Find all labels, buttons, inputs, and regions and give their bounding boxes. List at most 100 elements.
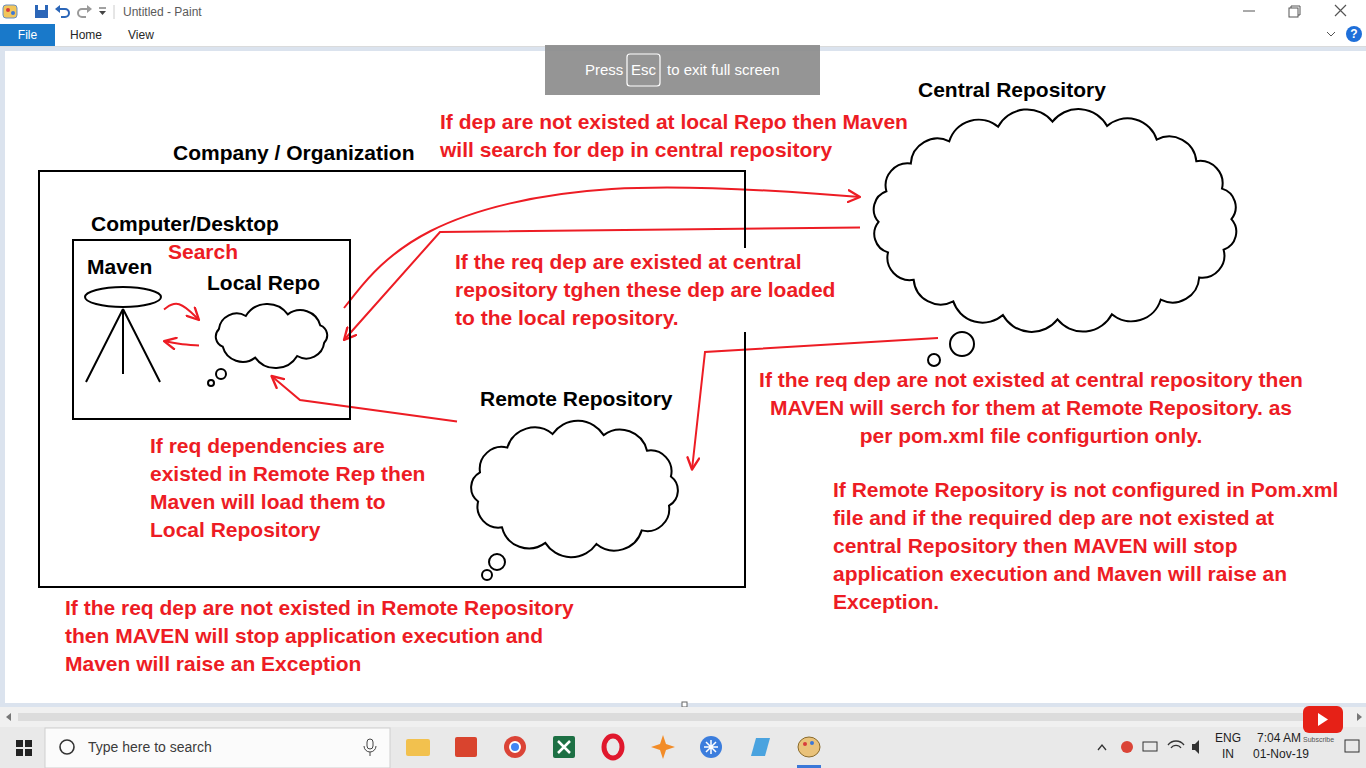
text-holder: Type here to search [88, 738, 212, 756]
text-holder: Maven [87, 254, 152, 280]
text-holder: If req dependencies are existed in Remot… [150, 432, 435, 544]
canvas-handle [682, 702, 687, 707]
youtube-logo [1318, 713, 1328, 726]
opera-icon [604, 736, 622, 758]
node-heading: Maven [87, 254, 152, 280]
taskbar [0, 727, 1366, 768]
ribbon-chevron [1327, 32, 1335, 36]
youtube-logo [1303, 706, 1343, 733]
start-button [25, 749, 32, 756]
maven-figure: Maven [82, 254, 164, 386]
fullscreen-hint-box [545, 45, 820, 95]
key-cap [627, 54, 660, 86]
help-icon: ? [1346, 26, 1362, 42]
node-heading: Central Repository [918, 77, 1106, 103]
connector-arrow [344, 228, 860, 340]
explorer-icon [406, 739, 430, 756]
start-button [16, 740, 23, 747]
mic-icon [364, 746, 376, 756]
note-text: If the req dep are not existed in Remote… [65, 594, 585, 678]
paint-icon [803, 742, 807, 746]
menu-tab: File [0, 27, 55, 43]
help-button [1346, 26, 1362, 42]
app-icon [704, 740, 718, 754]
cloud-outline [199, 296, 344, 376]
scroll-arrow [1357, 713, 1362, 721]
connector-arrow [272, 376, 458, 422]
menu-tab: Home [70, 27, 102, 43]
computer-box: MavenLocal RepoComputer/Desktop [72, 239, 351, 420]
key-cap-label: Esc [627, 60, 660, 80]
text-holder: IN [1222, 747, 1234, 762]
battery-icon [1143, 742, 1157, 751]
search-placeholder: Type here to search [88, 738, 212, 756]
central-repo-cloud: Central Repository [860, 103, 1250, 338]
remote-repo-cloud: Remote Repository [457, 414, 692, 564]
text-holder: 7:04 AM [1257, 731, 1301, 746]
text-holder: Search [168, 240, 238, 264]
fullscreen-hint: Press [585, 60, 623, 80]
text-holder: Remote Repository [480, 386, 673, 412]
minimize-button [1243, 11, 1255, 12]
window-title: Untitled - Paint [123, 4, 202, 20]
text-holder: Company / Organization [173, 140, 415, 166]
toolbar-separator [114, 5, 115, 19]
text-holder: If the req dep are not existed at centra… [756, 366, 1306, 450]
canvas [5, 51, 1366, 703]
mic-icon [367, 739, 373, 749]
cloud-outline [457, 414, 692, 564]
tray-icon [1121, 741, 1133, 753]
notification-icon [1345, 740, 1359, 752]
close-button [1335, 5, 1346, 16]
edge-annotation: If dep are not existed at local Repo the… [440, 108, 920, 164]
node-heading: Computer/Desktop [91, 211, 279, 237]
start-button [25, 740, 32, 747]
cloud-outline [860, 103, 1250, 338]
redo-icon [87, 5, 92, 13]
excel-icon [558, 741, 570, 753]
text-holder: Local Repo [207, 270, 320, 296]
text-holder: Home [70, 27, 102, 43]
chrome-icon [510, 742, 520, 752]
note-text: If Remote Repository is not configured i… [833, 476, 1343, 616]
redo-icon [78, 9, 88, 17]
app-icon [455, 737, 477, 757]
app-icon [651, 735, 675, 759]
node-heading: Remote Repository [480, 386, 673, 412]
cloud-tail [489, 554, 505, 570]
chrome-icon [504, 736, 526, 758]
cloud-tail [208, 380, 214, 386]
text-holder: Computer/Desktop [91, 211, 279, 237]
search-icon [60, 740, 74, 754]
cloud-tail [216, 369, 226, 379]
fullscreen-hint: to exit full screen [667, 60, 780, 80]
text-holder: 01-Nov-19 [1253, 747, 1309, 762]
file-tab [0, 24, 55, 46]
text-holder: If the req dep are not existed in Remote… [65, 594, 585, 678]
save-icon [35, 5, 48, 18]
app-icon [11, 11, 15, 15]
app-icon [700, 736, 722, 758]
stick-figure [86, 309, 160, 382]
connector-arrow [164, 304, 199, 320]
start-button [16, 749, 23, 756]
text-holder: Press [585, 60, 623, 80]
app-icon [6, 8, 10, 12]
undo-icon [55, 5, 60, 13]
app-icon [3, 5, 17, 18]
paint-icon [798, 737, 820, 757]
clock-date: 01-Nov-19 [1253, 747, 1309, 762]
text-holder: Subscribe [1303, 735, 1334, 744]
cloud-tail [482, 570, 492, 580]
edge-annotation: If req dependencies are existed in Remot… [150, 432, 435, 544]
local-repo-cloud: Local Repo [199, 296, 344, 376]
restore-button [1289, 8, 1298, 17]
node-heading: Local Repo [207, 270, 320, 296]
watermark-text: Subscribe [1303, 735, 1334, 744]
workspace [0, 47, 1366, 707]
text-holder: Untitled - Paint [123, 4, 202, 20]
tray-chevron [1098, 745, 1106, 750]
scrollbar-thumb [18, 713, 1340, 721]
toolbar-dropdown [99, 11, 106, 15]
